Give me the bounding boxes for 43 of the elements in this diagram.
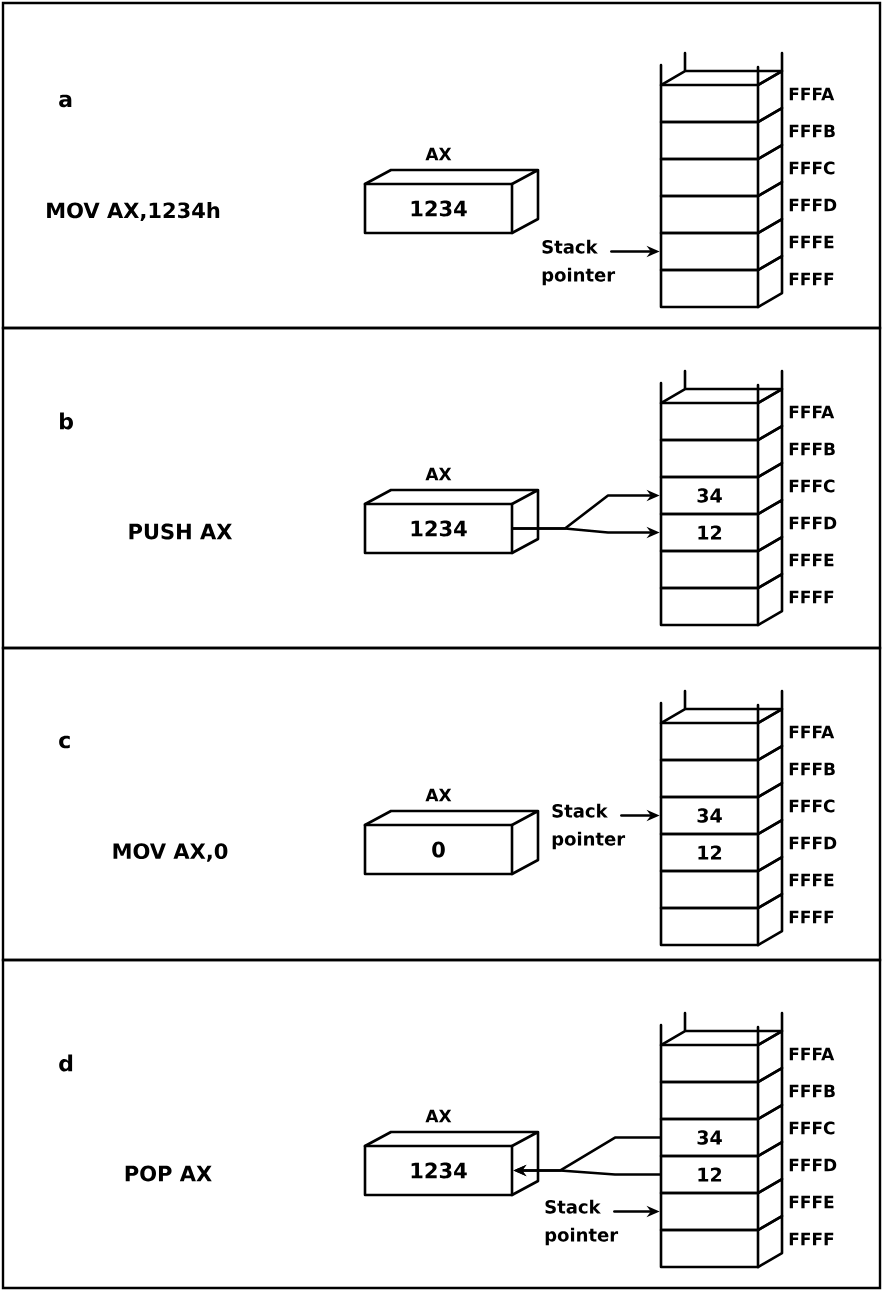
address-label: FFFD	[789, 198, 837, 212]
pointer-label: Stack pointer	[552, 803, 626, 850]
address-label: FFFA	[789, 1047, 835, 1061]
register-box: 1234	[363, 168, 540, 235]
pointer-label: Stack pointer	[545, 1199, 619, 1246]
address-label: FFFC	[789, 479, 835, 493]
address-label: FFFC	[789, 161, 835, 175]
address-label: FFFB	[789, 1084, 835, 1098]
address-label: FFFF	[789, 910, 834, 924]
address-label: FFFF	[789, 1232, 834, 1246]
address-label: FFFE	[789, 235, 834, 249]
address-label: FFFA	[789, 405, 835, 419]
address-label: FFFA	[789, 87, 835, 101]
register-name: AX	[425, 1109, 452, 1123]
address-label: FFFB	[789, 762, 835, 776]
address-label: FFFF	[789, 590, 834, 604]
address-label: FFFC	[789, 799, 835, 813]
address-label: FFFD	[789, 836, 837, 850]
address-label: FFFE	[789, 873, 834, 887]
register-box: 0	[363, 809, 540, 876]
address-label: FFFA	[789, 725, 835, 739]
register-box: 1234	[363, 488, 540, 555]
panel-letter: b	[60, 412, 73, 430]
address-label: FFFE	[789, 553, 834, 567]
address-label: FFFC	[789, 1121, 835, 1135]
panel-letter: c	[59, 735, 70, 749]
address-label: FFFE	[789, 1195, 834, 1209]
address-label: FFFD	[789, 516, 837, 530]
address-label: FFFF	[789, 272, 834, 286]
pointer-label: Stack pointer	[542, 239, 616, 286]
register-name: AX	[425, 788, 452, 802]
instruction-text: PUSH AX	[129, 523, 233, 540]
address-label: FFFB	[789, 124, 835, 138]
register-name: AX	[425, 147, 452, 161]
register-name: AX	[425, 467, 452, 481]
instruction-text: MOV AX,0	[113, 843, 228, 862]
address-label: FFFB	[789, 442, 835, 456]
register-box: 1234	[363, 1130, 540, 1197]
panel-letter: a	[59, 94, 72, 108]
address-label: FFFD	[789, 1158, 837, 1172]
instruction-text: POP AX	[125, 1165, 212, 1182]
panel-letter: d	[59, 1054, 73, 1072]
instruction-text: MOV AX,1234h	[47, 202, 220, 221]
